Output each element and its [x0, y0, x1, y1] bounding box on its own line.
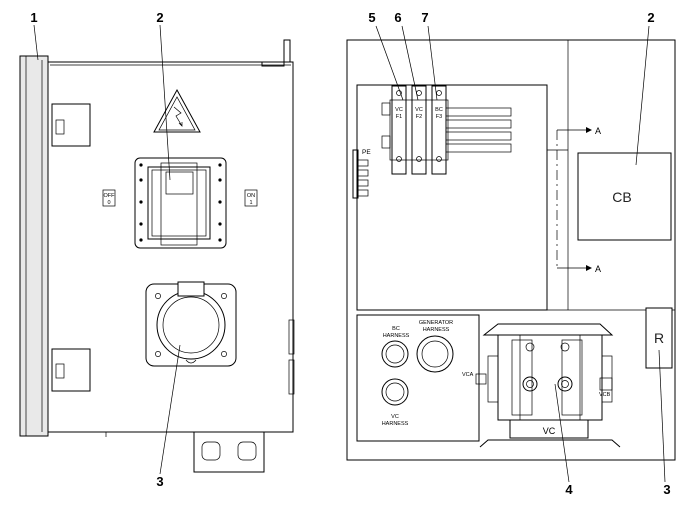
callout-6: 6 — [394, 10, 401, 25]
top-bracket — [261, 39, 291, 67]
vc-harness-label-2: HARNESS — [382, 421, 409, 427]
fuse-f2-bottom: F2 — [416, 114, 422, 120]
hinge-bottom — [51, 348, 91, 392]
off-value: 0 — [107, 200, 110, 206]
leader-3-right — [658, 349, 666, 483]
leader-5 — [375, 25, 404, 101]
generator-harness-label-2: HARNESS — [423, 327, 450, 333]
bc-harness-connector — [381, 340, 409, 368]
on-value: 1 — [249, 200, 252, 206]
generator-harness-connector — [416, 335, 454, 373]
fuse-f1-bottom: F1 — [396, 114, 402, 120]
leader-3-left — [159, 344, 181, 475]
fuse-holder-f3 — [431, 85, 447, 175]
socket-lid-hinge — [177, 281, 205, 297]
interior-view: PE VC F1 VC F2 BC F3 A — [346, 10, 676, 497]
contactor-top — [482, 323, 614, 336]
vc-harness-label-1: VC — [391, 414, 399, 420]
bottom-bracket — [193, 431, 265, 473]
off-label: OFF — [104, 193, 116, 199]
vc-label: VC — [543, 426, 556, 436]
bc-harness-label-1: BC — [392, 326, 400, 332]
front-view: OFF 0 ON 1 1 2 3 — [19, 10, 295, 489]
din-rail — [479, 439, 621, 448]
leader-4 — [554, 383, 570, 483]
main-switch-bezel — [134, 157, 227, 249]
fuse-holder-f1 — [391, 85, 407, 175]
callout-1: 1 — [30, 10, 37, 25]
vc-base — [509, 419, 589, 439]
on-label: ON — [247, 193, 255, 199]
generator-harness-label-1: GENERATOR — [419, 320, 453, 326]
pe-label: PE — [362, 149, 371, 156]
leader-2-left — [159, 24, 171, 181]
off-label-box — [102, 189, 116, 207]
fuse-holder-f2 — [411, 85, 427, 175]
relay-r — [645, 307, 673, 369]
fuse-f2-top: VC — [415, 107, 423, 113]
callout-3-right: 3 — [663, 482, 670, 497]
callout-2-left: 2 — [156, 10, 163, 25]
wire-3 — [445, 131, 512, 141]
r-label: R — [654, 330, 664, 346]
on-label-box — [244, 189, 258, 207]
leader-6 — [401, 25, 419, 101]
hinge-top — [51, 103, 91, 147]
contactor-body — [497, 334, 603, 421]
vcb-label: VCB — [599, 392, 611, 398]
wire-1 — [445, 107, 512, 117]
circuit-breaker — [577, 152, 672, 241]
section-a-top: A — [595, 126, 601, 136]
vca-label: VCA — [462, 372, 474, 378]
fuse-f3-bottom: F3 — [436, 114, 442, 120]
wire-2 — [445, 119, 512, 129]
fuse-f1-top: VC — [395, 107, 403, 113]
bc-harness-label-2: HARNESS — [383, 333, 410, 339]
wire-4 — [445, 143, 512, 153]
section-a-bottom: A — [595, 264, 601, 274]
enclosure-side-flange — [19, 55, 49, 437]
callout-7: 7 — [421, 10, 428, 25]
harness-panel — [356, 314, 480, 442]
callout-2-right: 2 — [647, 10, 654, 25]
fuse-f3-top: BC — [435, 107, 443, 113]
callout-4: 4 — [565, 482, 573, 497]
callout-3-left: 3 — [156, 474, 163, 489]
leader-7 — [427, 25, 438, 101]
leader-1 — [33, 24, 39, 61]
cb-label: CB — [612, 189, 631, 205]
lightning-icon — [173, 106, 183, 127]
callout-5: 5 — [368, 10, 375, 25]
vc-harness-connector — [381, 378, 409, 406]
leader-2-right — [635, 25, 650, 166]
